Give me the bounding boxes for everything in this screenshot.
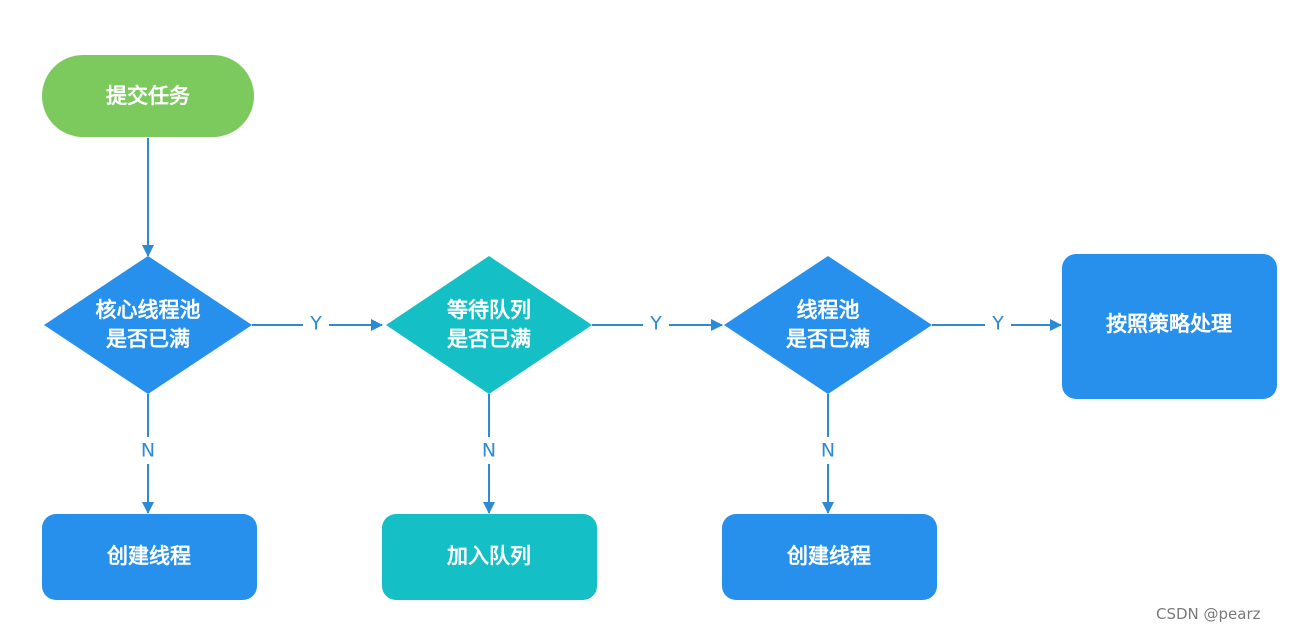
decision-core-line2: 是否已满	[106, 327, 190, 351]
process-create-thread-2: 创建线程	[722, 514, 937, 600]
edge-label-yes-1: Y	[309, 313, 322, 335]
process-add-queue-label: 加入队列	[446, 544, 531, 568]
connectors	[142, 138, 1062, 514]
edge-label-yes-3: Y	[991, 313, 1004, 335]
decision-queue-line1: 等待队列	[447, 298, 531, 322]
decision-queue-line2: 是否已满	[447, 327, 531, 351]
process-handle-by-policy: 按照策略处理	[1062, 254, 1277, 399]
start-node-submit-task: 提交任务	[42, 55, 254, 137]
decision-queue-shape	[386, 256, 592, 394]
edge-label-no-2: N	[482, 440, 496, 462]
decision-core-pool-full: 核心线程池 是否已满	[44, 256, 252, 394]
decision-pool-shape	[724, 256, 932, 394]
process-policy-label: 按照策略处理	[1106, 312, 1232, 336]
process-create-thread-1-label: 创建线程	[106, 544, 191, 568]
edge-label-no-1: N	[141, 440, 155, 462]
decision-core-line1: 核心线程池	[96, 298, 201, 322]
start-node-label: 提交任务	[106, 84, 191, 108]
edge-label-yes-2: Y	[649, 313, 662, 335]
process-add-queue-shape	[382, 514, 597, 600]
decision-pool-line2: 是否已满	[786, 327, 870, 351]
edge-label-no-3: N	[821, 440, 835, 462]
process-create-thread-1: 创建线程	[42, 514, 257, 600]
process-create-thread-2-shape	[722, 514, 937, 600]
decision-queue-full: 等待队列 是否已满	[386, 256, 592, 394]
process-create-thread-1-shape	[42, 514, 257, 600]
process-policy-shape	[1062, 254, 1277, 399]
process-create-thread-2-label: 创建线程	[786, 544, 871, 568]
decision-thread-pool-full: 线程池 是否已满	[724, 256, 932, 394]
decision-pool-line1: 线程池	[797, 298, 860, 322]
start-node-shape	[42, 55, 254, 137]
watermark-text: CSDN @pearz	[1156, 605, 1261, 623]
process-add-to-queue: 加入队列	[382, 514, 597, 600]
decision-core-shape	[44, 256, 252, 394]
